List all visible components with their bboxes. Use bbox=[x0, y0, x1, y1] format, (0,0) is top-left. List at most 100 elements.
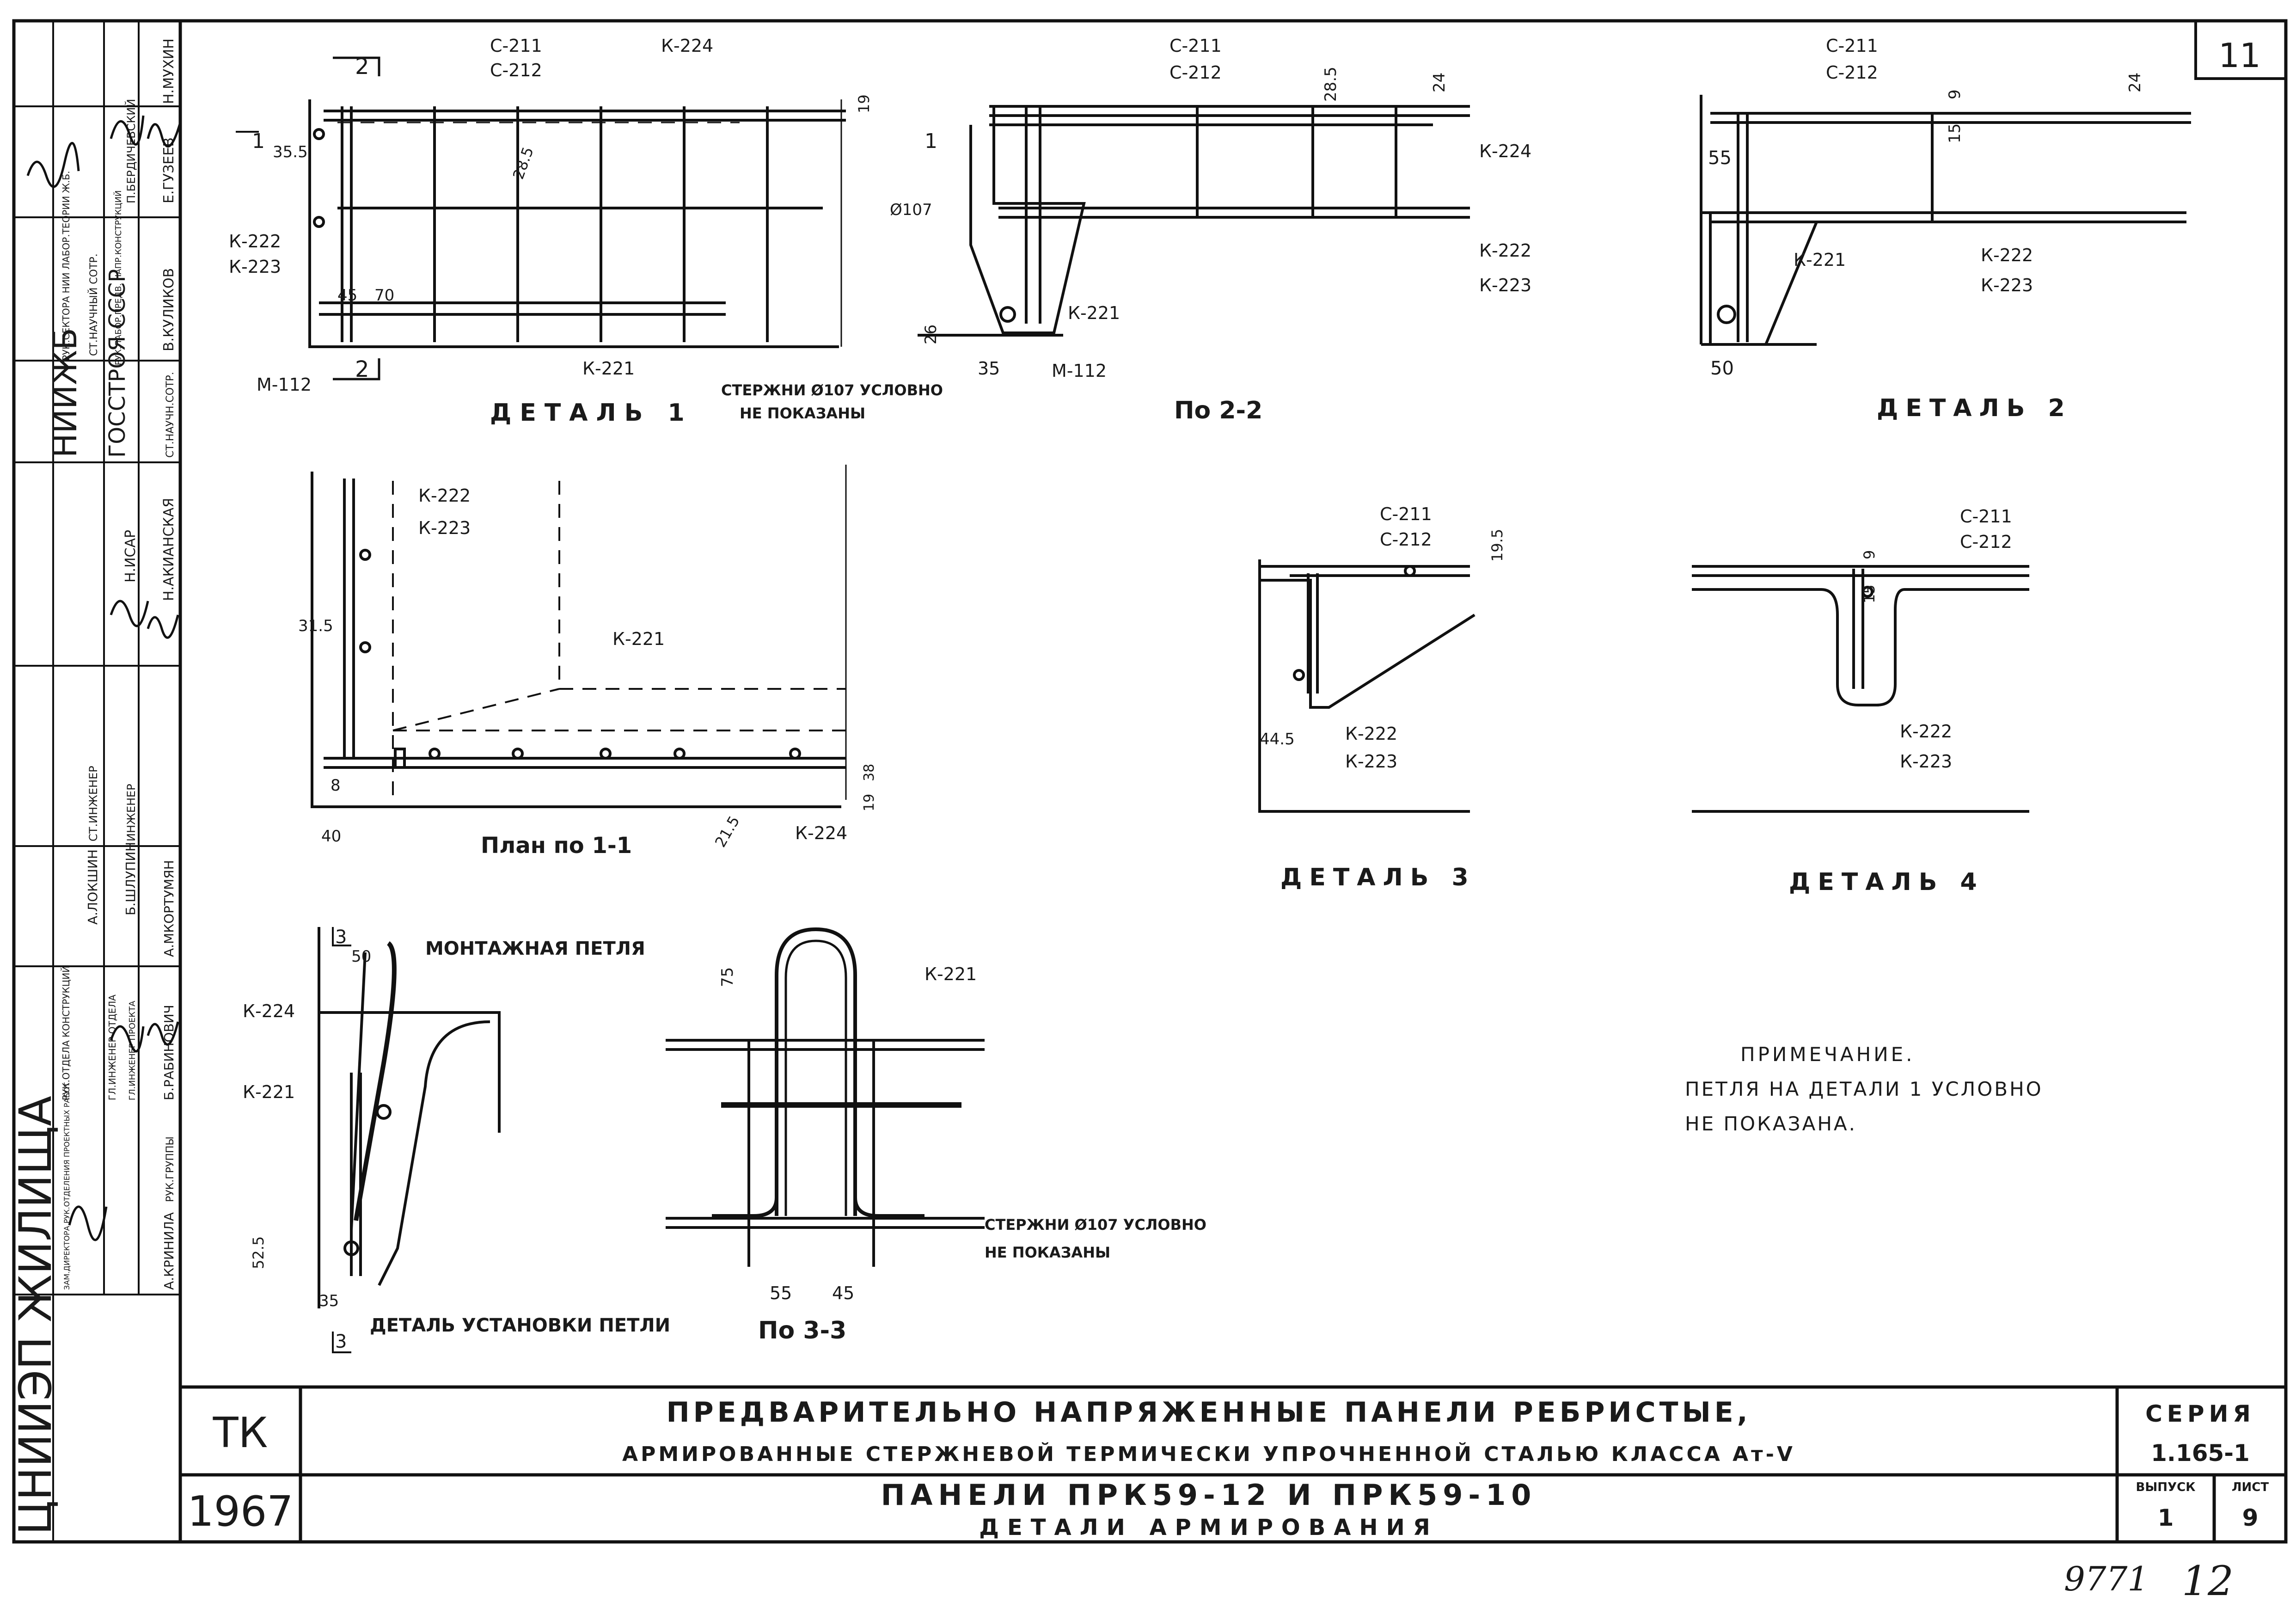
sec22-label-d107: Ø107 bbox=[890, 201, 932, 219]
sec22-dim-24: 24 bbox=[1430, 73, 1449, 92]
loop-dim-50: 50 bbox=[351, 947, 371, 966]
det2-label-k221: К-221 bbox=[1794, 250, 1846, 270]
tb-title-line1: ПРЕДВАРИТЕЛЬНО НАПРЯЖЕННЫЕ ПАНЕЛИ РЕБРИС… bbox=[666, 1396, 1751, 1429]
tb-series-label: СЕРИЯ bbox=[2145, 1400, 2255, 1427]
detail-3-text: С-211 С-212 К-222 К-223 19.5 44.5 ДЕТАЛЬ… bbox=[1260, 504, 1506, 891]
sec22-label-c211: С-211 bbox=[1169, 36, 1222, 56]
tb-sheet-label: ЛИСТ bbox=[2232, 1480, 2269, 1494]
tb-sheet-value: 9 bbox=[2242, 1504, 2259, 1531]
det2-title: ДЕТАЛЬ 2 bbox=[1877, 394, 2072, 422]
loop-section-mark: 3 bbox=[335, 927, 347, 948]
sheet-number: 11 bbox=[2218, 36, 2261, 75]
stamp-role-11: ЗАМ.ДИРЕКТОРА РУК.ОТДЕЛЕНИЯ ПРОЕКТНЫХ РА… bbox=[62, 1082, 71, 1290]
stamp-role-5: СТ.ИНЖЕНЕР bbox=[87, 766, 100, 841]
plan-title: План по 1-1 bbox=[481, 833, 632, 859]
sheet-frame bbox=[12, 19, 2288, 1544]
det3-label-k222: К-222 bbox=[1345, 724, 1397, 744]
plan-label-k221: К-221 bbox=[612, 629, 665, 649]
loop-label-k221: К-221 bbox=[243, 1082, 295, 1102]
det2-dim-9: 9 bbox=[1946, 89, 1964, 99]
plan-label-k223: К-223 bbox=[418, 518, 471, 538]
det4-dim-15: 15 bbox=[1861, 584, 1878, 603]
sec22-label-c212: С-212 bbox=[1169, 62, 1222, 83]
loop-title: ДЕТАЛЬ УСТАНОВКИ ПЕТЛИ bbox=[370, 1315, 670, 1336]
plan-label-k224: К-224 bbox=[795, 823, 847, 843]
stamp-role-10: РУК.ГРУППЫ bbox=[165, 1136, 176, 1202]
det3-dim-195: 19.5 bbox=[1488, 529, 1506, 562]
side-stamp-text: НИИЖБ ГОССТРОЯ СССР ЦНИИЭП ЖИЛИЩА Н.МУХИ… bbox=[10, 38, 182, 1535]
det2-dim-24: 24 bbox=[2126, 73, 2144, 92]
detail1-section-left: 1 bbox=[252, 129, 265, 153]
sec22-label-k223: К-223 bbox=[1479, 275, 1531, 295]
sec33-dim-55: 55 bbox=[770, 1283, 792, 1303]
stamp-name-8: Б.ШЛУПИН bbox=[123, 842, 138, 915]
det2-dim-15: 15 bbox=[1946, 123, 1964, 143]
det3-label-k223: К-223 bbox=[1345, 751, 1397, 772]
detail1-label-k223: К-223 bbox=[229, 257, 281, 277]
stamp-name-1: Н.МУХИН bbox=[161, 38, 177, 104]
det4-label-c212: С-212 bbox=[1960, 532, 2012, 552]
signatures bbox=[26, 115, 182, 1241]
stamp-role-4: СТ.НАУЧН.СОТР. bbox=[165, 372, 176, 458]
det2-dim-55: 55 bbox=[1708, 147, 1732, 169]
note: ПРИМЕЧАНИЕ. ПЕТЛЯ НА ДЕТАЛИ 1 УСЛОВНО НЕ… bbox=[1685, 1043, 2041, 1135]
sec22-title: По 2-2 bbox=[1174, 397, 1262, 424]
plan-1-1 bbox=[311, 465, 847, 808]
det2-label-k222: К-222 bbox=[1981, 245, 2033, 265]
detail-2 bbox=[1700, 95, 2191, 346]
plan-dim-19: 19 bbox=[861, 794, 877, 811]
tb-issue-label: ВЫПУСК bbox=[2136, 1480, 2196, 1494]
stamp-role-6: ИНЖЕНЕР bbox=[125, 784, 138, 841]
tb-subtitle-line2: ДЕТАЛИ АРМИРОВАНИЯ bbox=[979, 1515, 1438, 1540]
detail-1-text: 2 2 1 С-211 С-212 К-224 К-222 К-223 М-11… bbox=[229, 36, 943, 427]
title-block-text: ТК 1967 ПРЕДВАРИТЕЛЬНО НАПРЯЖЕННЫЕ ПАНЕЛ… bbox=[187, 1396, 2269, 1540]
detail1-label-k222: К-222 bbox=[229, 231, 281, 252]
sec33-dim-75: 75 bbox=[718, 967, 737, 987]
plan-dim-315: 31.5 bbox=[298, 617, 333, 635]
sec33-note-line1: СТЕРЖНИ Ø107 УСЛОВНО bbox=[985, 1216, 1206, 1234]
detail-3 bbox=[1258, 559, 1476, 813]
detail1-note-line2: НЕ ПОКАЗАНЫ bbox=[740, 405, 865, 422]
tb-subtitle-line1: ПАНЕЛИ ПРК59-12 И ПРК59-10 bbox=[881, 1478, 1537, 1512]
detail1-dim-45: 45 bbox=[337, 286, 357, 305]
sec22-dim-285: 28.5 bbox=[1322, 67, 1340, 102]
stamp-org-niizhb: НИИЖБ bbox=[46, 328, 84, 458]
detail1-title: ДЕТАЛЬ 1 bbox=[490, 399, 693, 427]
sec33-label-k221: К-221 bbox=[925, 964, 977, 984]
det3-label-c211: С-211 bbox=[1380, 504, 1432, 524]
detail1-section-mark-bottom: 2 bbox=[355, 356, 369, 382]
stamp-name-5: Н.АКИАНСКАЯ bbox=[161, 498, 177, 601]
loop-dim-525: 52.5 bbox=[250, 1236, 267, 1269]
detail1-label-c211: С-211 bbox=[490, 36, 542, 56]
plan-label-k222: К-222 bbox=[418, 485, 471, 506]
detail1-note-line1: СТЕРЖНИ Ø107 УСЛОВНО bbox=[721, 381, 943, 399]
loop-detail-text: 3 3 МОНТАЖНАЯ ПЕТЛЯ К-224 К-221 50 52.5 … bbox=[243, 927, 670, 1352]
detail1-section-mark: 2 bbox=[355, 54, 369, 80]
detail1-dim-70: 70 bbox=[374, 286, 394, 305]
note-line2: НЕ ПОКАЗАНА. bbox=[1685, 1112, 1857, 1135]
detail1-dim-355: 35.5 bbox=[273, 143, 308, 161]
plan-dim-8: 8 bbox=[331, 776, 341, 795]
detail1-label-m112: М-112 bbox=[257, 374, 312, 395]
det3-title: ДЕТАЛЬ 3 bbox=[1280, 864, 1476, 891]
section-2-2-text: 1 С-211 С-212 К-224 К-222 К-223 Ø107 К-2… bbox=[890, 36, 1531, 424]
detail-1 bbox=[236, 56, 846, 381]
det4-title: ДЕТАЛЬ 4 bbox=[1789, 868, 1984, 896]
det2-label-c211: С-211 bbox=[1826, 36, 1878, 56]
sec22-dim-35: 35 bbox=[978, 358, 1000, 379]
sec33-dim-45: 45 bbox=[832, 1283, 854, 1303]
stamp-role-3: РУК.ЛАБОР.ПРЕДВ. НАПР.КОНСТРУКЦИЙ bbox=[113, 190, 123, 365]
sec22-label-m112: М-112 bbox=[1052, 361, 1107, 381]
sec22-section-mark: 1 bbox=[925, 129, 937, 153]
stamp-name-9: А.ЛОКШИН bbox=[85, 849, 100, 925]
note-heading: ПРИМЕЧАНИЕ. bbox=[1740, 1043, 1915, 1066]
det2-label-k223: К-223 bbox=[1981, 275, 2033, 295]
det3-label-c212: С-212 bbox=[1380, 529, 1432, 550]
det2-label-c212: С-212 bbox=[1826, 62, 1878, 83]
tb-series-value: 1.165-1 bbox=[2151, 1440, 2250, 1467]
plan-1-1-text: К-222 К-223 К-221 К-224 31.5 40 8 21.5 1… bbox=[298, 485, 877, 859]
det4-label-c211: С-211 bbox=[1960, 506, 2012, 527]
detail1-label-k224: К-224 bbox=[661, 36, 713, 56]
sec22-label-k224: К-224 bbox=[1479, 141, 1531, 161]
stamp-org-tsniiep: ЦНИИЭП ЖИЛИЩА bbox=[10, 1096, 61, 1535]
